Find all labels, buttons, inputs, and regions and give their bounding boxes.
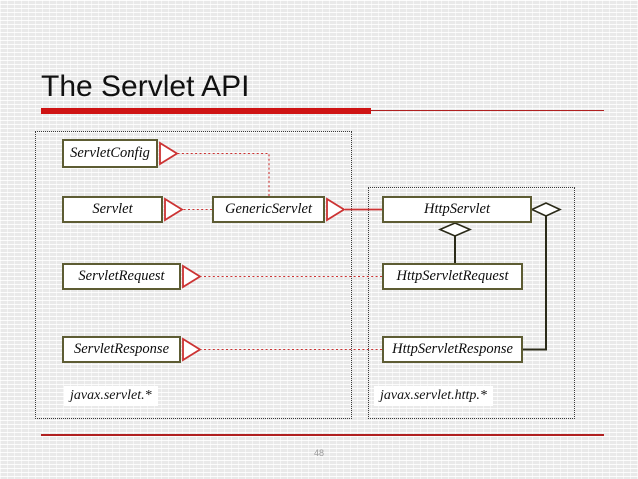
class-box-servlet[interactable]: Servlet <box>62 196 163 223</box>
page-number: 48 <box>313 448 324 458</box>
title-rule-thick <box>41 108 371 114</box>
class-box-httpservletrequest[interactable]: HttpServletRequest <box>382 263 523 290</box>
class-box-servletrequest[interactable]: ServletRequest <box>62 263 181 290</box>
package-javax-servlet <box>35 131 352 419</box>
package-label-javax-servlet: javax.servlet.* <box>64 386 158 407</box>
class-box-genericservlet[interactable]: GenericServlet <box>212 196 325 223</box>
package-label-javax-servlet-http: javax.servlet.http.* <box>374 386 493 407</box>
footer-rule <box>41 434 604 436</box>
class-box-httpservlet[interactable]: HttpServlet <box>382 196 532 223</box>
class-box-servletresponse[interactable]: ServletResponse <box>62 336 181 363</box>
class-box-httpservletresponse[interactable]: HttpServletResponse <box>382 336 523 363</box>
package-javax-servlet-http <box>368 187 575 419</box>
page-title: The Servlet API <box>41 70 250 103</box>
class-box-servletconfig[interactable]: ServletConfig <box>62 139 158 168</box>
